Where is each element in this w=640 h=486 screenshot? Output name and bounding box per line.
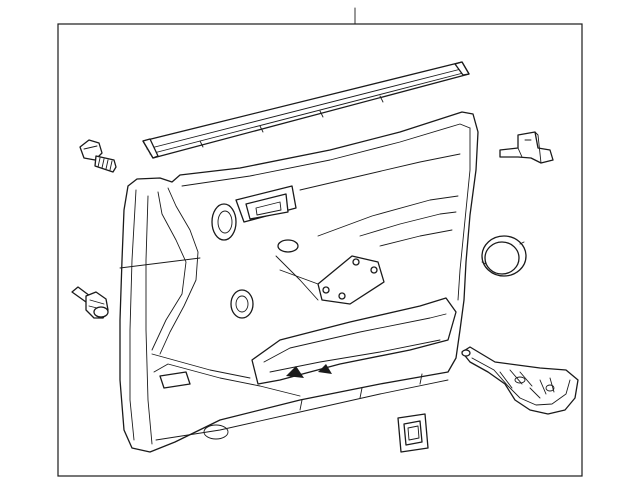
mounting-bracket <box>499 131 554 164</box>
mounting-screw <box>79 139 117 173</box>
switch-bezel <box>397 413 429 453</box>
door-trim-panel <box>119 111 479 453</box>
armrest-insert <box>461 346 579 415</box>
belt-weatherstrip <box>142 61 470 159</box>
diagram-frame <box>57 23 583 477</box>
panel-clip <box>71 286 109 319</box>
speaker-grille <box>481 235 527 277</box>
